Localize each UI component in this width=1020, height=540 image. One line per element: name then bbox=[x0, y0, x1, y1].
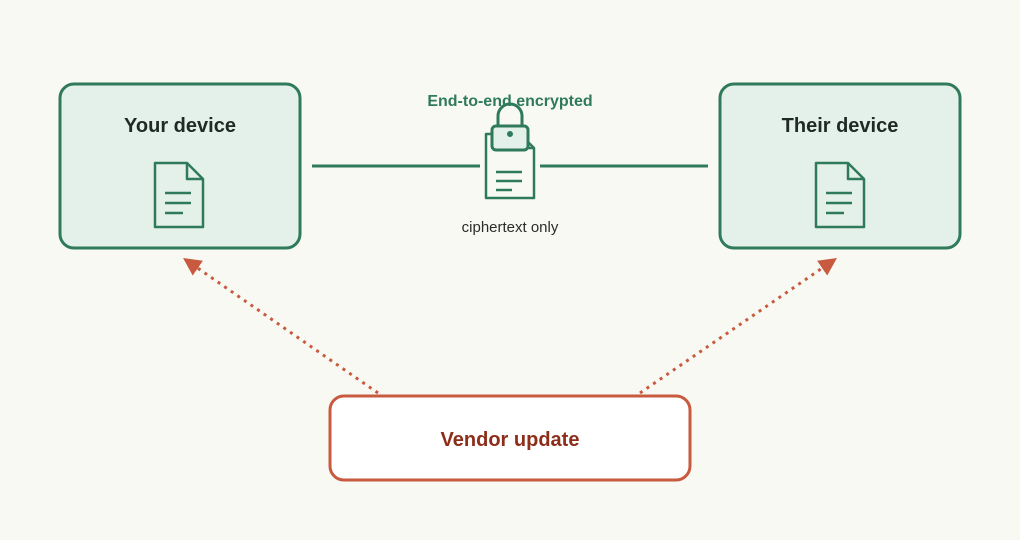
lock-icon bbox=[490, 102, 530, 152]
vendor-update-node: Vendor update bbox=[328, 394, 692, 482]
locked-document-icon bbox=[484, 102, 536, 200]
vendor-update-label: Vendor update bbox=[441, 429, 580, 451]
your-device-label: Your device bbox=[124, 115, 236, 137]
channel-sublabel: ciphertext only bbox=[462, 219, 559, 236]
document-icon bbox=[814, 161, 866, 229]
their-device-label: Their device bbox=[782, 115, 899, 137]
channel-label: End-to-end encrypted bbox=[427, 93, 592, 110]
vendor-arrow-to-your-device bbox=[183, 257, 379, 395]
document-icon bbox=[153, 161, 205, 229]
their-device-node: Their device bbox=[718, 82, 962, 250]
your-device-node: Your device bbox=[58, 82, 302, 250]
vendor-arrow-to-their-device bbox=[639, 257, 837, 395]
